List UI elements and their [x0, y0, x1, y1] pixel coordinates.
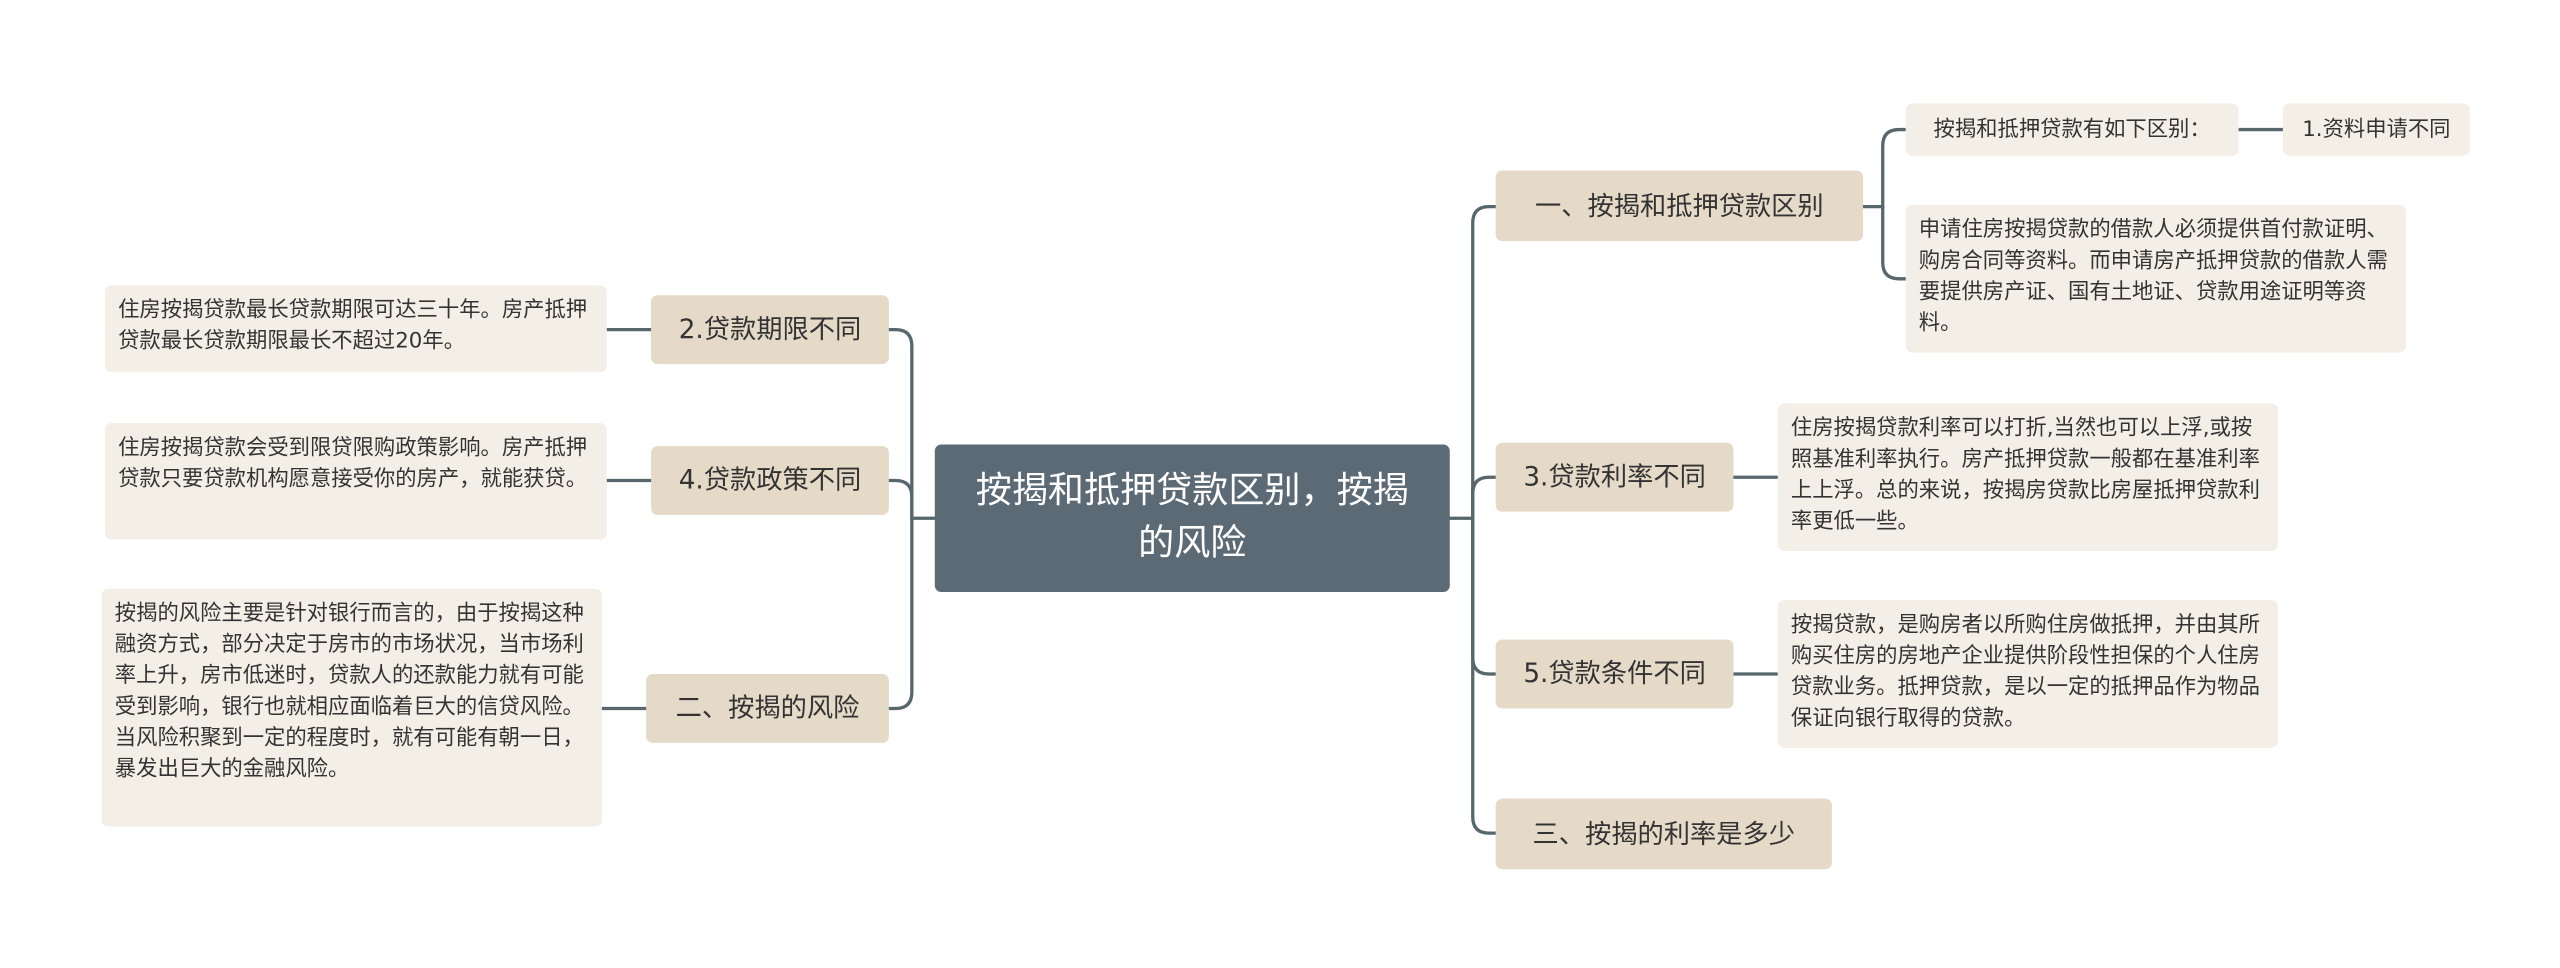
leaf-text: 1.资料申请不同 — [2302, 117, 2451, 142]
leaf-materials-detail[interactable]: 申请住房按揭贷款的借款人必须提供首付款证明、购房合同等资料。而申请房产抵押贷款的… — [1905, 205, 2406, 353]
branch-label: 2.贷款期限不同 — [678, 313, 862, 345]
branch-label: 4.贷款政策不同 — [678, 464, 862, 496]
leaf-conditions-detail[interactable]: 按揭贷款，是购房者以所购住房做抵押，并由其所购买住房的房地产企业提供阶段性担保的… — [1777, 600, 2278, 748]
link-left-branch-1 — [887, 327, 914, 520]
branch-interest-rate[interactable]: 3.贷款利率不同 — [1495, 442, 1734, 512]
branch-label: 3.贷款利率不同 — [1523, 460, 1706, 492]
branch-label: 5.贷款条件不同 — [1523, 657, 1706, 689]
link-left-branch-2 — [887, 478, 914, 520]
branch-loan-term[interactable]: 2.贷款期限不同 — [651, 295, 889, 365]
branch-mortgage-rate[interactable]: 三、按揭的利率是多少 — [1495, 798, 1832, 870]
leaf-loan-policy-detail[interactable]: 住房按揭贷款会受到限贷限购政策影响。房产抵押贷款只要贷款机构愿意接受你的房产，就… — [104, 423, 607, 540]
link-left-branch-3 — [887, 516, 914, 711]
leaf-difference-intro[interactable]: 按揭和抵押贷款有如下区别： — [1905, 103, 2239, 156]
central-topic[interactable]: 按揭和抵押贷款区别，按揭的风险 — [934, 444, 1450, 593]
leaf-text: 按揭和抵押贷款有如下区别： — [1933, 117, 2211, 142]
leaf-loan-term-detail[interactable]: 住房按揭贷款最长贷款期限可达三十年。房产抵押贷款最长贷款期限最长不超过20年。 — [104, 285, 607, 373]
link-b1-leaf-2 — [1881, 204, 1908, 281]
branch-mortgage-risk[interactable]: 二、按揭的风险 — [646, 674, 889, 743]
leaf-risk-detail[interactable]: 按揭的风险主要是针对银行而言的，由于按揭这种融资方式，部分决定于房市的市场状况，… — [101, 588, 602, 827]
leaf-text: 按揭贷款，是购房者以所购住房做抵押，并由其所购买住房的房地产企业提供阶段性担保的… — [1790, 613, 2260, 732]
link-right-branch-3 — [1471, 516, 1498, 676]
branch-label: 二、按揭的风险 — [675, 692, 860, 724]
branch-label: 三、按揭的利率是多少 — [1532, 817, 1795, 849]
link-right-branch-4 — [1471, 516, 1498, 835]
branch-loan-differences[interactable]: 一、按揭和抵押贷款区别 — [1495, 170, 1864, 242]
link-b1-leaf-1 — [1881, 127, 1908, 209]
leaf-text: 申请住房按揭贷款的借款人必须提供首付款证明、购房合同等资料。而申请房产抵押贷款的… — [1918, 218, 2388, 337]
leaf-application-materials[interactable]: 1.资料申请不同 — [2282, 103, 2470, 156]
leaf-text: 住房按揭贷款最长贷款期限可达三十年。房产抵押贷款最长贷款期限最长不超过20年。 — [118, 298, 588, 355]
branch-loan-conditions[interactable]: 5.贷款条件不同 — [1495, 639, 1734, 709]
branch-label: 一、按揭和抵押贷款区别 — [1535, 189, 1824, 221]
central-topic-label: 按揭和抵押贷款区别，按揭的风险 — [975, 470, 1409, 565]
link-right-branch-2 — [1471, 475, 1498, 520]
leaf-interest-rate-detail[interactable]: 住房按揭贷款利率可以打折,当然也可以上浮,或按照基准利率执行。房产抵押贷款一般都… — [1777, 403, 2278, 552]
leaf-text: 住房按揭贷款利率可以打折,当然也可以上浮,或按照基准利率执行。房产抵押贷款一般都… — [1790, 416, 2260, 535]
link-right-branch-1 — [1471, 204, 1498, 520]
branch-loan-policy[interactable]: 4.贷款政策不同 — [651, 446, 889, 515]
leaf-text: 按揭的风险主要是针对银行而言的，由于按揭这种融资方式，部分决定于房市的市场状况，… — [114, 601, 584, 783]
leaf-text: 住房按揭贷款会受到限贷限购政策影响。房产抵押贷款只要贷款机构愿意接受你的房产，就… — [118, 436, 588, 492]
